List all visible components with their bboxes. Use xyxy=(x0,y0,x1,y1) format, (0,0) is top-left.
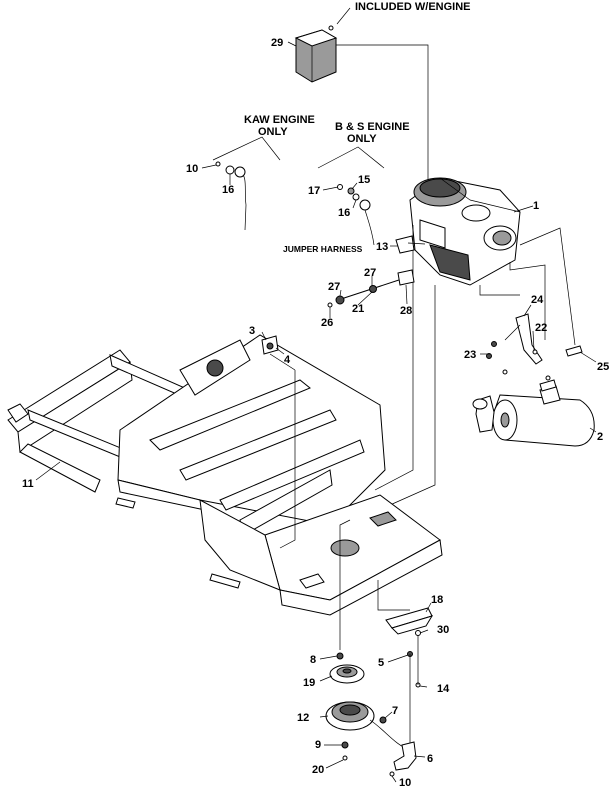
callout-11: 11 xyxy=(22,478,34,490)
leader-included xyxy=(336,7,351,25)
callout-leaders xyxy=(35,41,597,783)
callout-25: 25 xyxy=(597,361,609,373)
callout-1: 1 xyxy=(533,200,539,212)
callout-19: 19 xyxy=(303,677,315,689)
callout-20: 20 xyxy=(312,764,324,776)
pulley-part-19 xyxy=(329,664,365,684)
note-bs-engine: B & S ENGINE xyxy=(335,121,410,133)
engine-route-line-b xyxy=(389,285,436,506)
note-bs-engine-only: ONLY xyxy=(347,133,377,145)
callout-30: 30 xyxy=(437,624,449,636)
bracket-hardware-parts xyxy=(389,630,421,777)
callout-17: 17 xyxy=(308,185,320,197)
callout-26: 26 xyxy=(321,317,333,329)
engine-part-1 xyxy=(409,177,521,286)
engine-route-line-e xyxy=(479,285,520,296)
note-included-with-engine: INCLUDED W/ENGINE xyxy=(355,1,471,13)
callout-8: 8 xyxy=(310,654,316,666)
callout-18: 18 xyxy=(431,594,443,606)
callout-16-bs: 16 xyxy=(338,207,350,219)
fuel-fitting-parts xyxy=(327,269,415,308)
bs-wire-parts xyxy=(337,184,375,246)
frame-part-11 xyxy=(7,334,443,616)
switch-part-3-4 xyxy=(261,335,296,549)
callout-10-bottom: 10 xyxy=(399,777,411,789)
pto-hardware-part-7 xyxy=(379,716,387,724)
callout-numbers: 29 10 16 17 15 16 13 1 27 27 26 21 28 3 … xyxy=(22,37,609,789)
callout-22: 22 xyxy=(535,322,547,334)
callout-27-left: 27 xyxy=(328,281,340,293)
callout-14: 14 xyxy=(437,683,450,695)
note-kaw-engine-only: ONLY xyxy=(258,126,288,138)
callout-12: 12 xyxy=(297,712,309,724)
callout-9: 9 xyxy=(315,739,321,751)
engine-route-line-d xyxy=(519,227,576,346)
callout-4: 4 xyxy=(284,354,291,366)
callout-3: 3 xyxy=(249,325,255,337)
engine-route-line-a xyxy=(374,225,414,491)
callout-5: 5 xyxy=(378,657,384,669)
cover-route-line xyxy=(336,44,429,185)
callout-13: 13 xyxy=(376,241,388,253)
muffler-hardware xyxy=(486,341,583,392)
callout-21: 21 xyxy=(352,303,364,315)
muffler-part-2 xyxy=(472,385,595,447)
callout-29: 29 xyxy=(271,37,283,49)
callout-28: 28 xyxy=(400,305,412,317)
callout-23: 23 xyxy=(464,349,476,361)
callout-7: 7 xyxy=(392,705,398,717)
bracket-route-line xyxy=(377,580,410,611)
kaw-bracket xyxy=(212,136,281,161)
note-jumper-harness: JUMPER HARNESS xyxy=(283,244,363,254)
jumper-harness-part-13 xyxy=(395,235,426,254)
callout-6: 6 xyxy=(427,753,433,765)
callout-16-kaw: 16 xyxy=(222,184,234,196)
pto-bolt-part-8 xyxy=(336,652,344,660)
kaw-wire-parts xyxy=(215,161,247,231)
note-kaw-engine: KAW ENGINE xyxy=(244,114,315,126)
washer-part-9 xyxy=(341,741,349,749)
engine-route-line-c xyxy=(509,262,546,340)
callout-15: 15 xyxy=(358,174,370,186)
callout-27-right: 27 xyxy=(364,267,376,279)
callout-2: 2 xyxy=(597,431,603,443)
bolt-part-20 xyxy=(342,755,348,761)
engine-cover-part-29 xyxy=(294,25,338,83)
callout-10-kaw: 10 xyxy=(186,163,198,175)
pto-route-line xyxy=(339,519,351,650)
callout-24: 24 xyxy=(531,294,544,306)
bracket-part-18 xyxy=(385,607,434,635)
bs-bracket xyxy=(317,146,385,169)
